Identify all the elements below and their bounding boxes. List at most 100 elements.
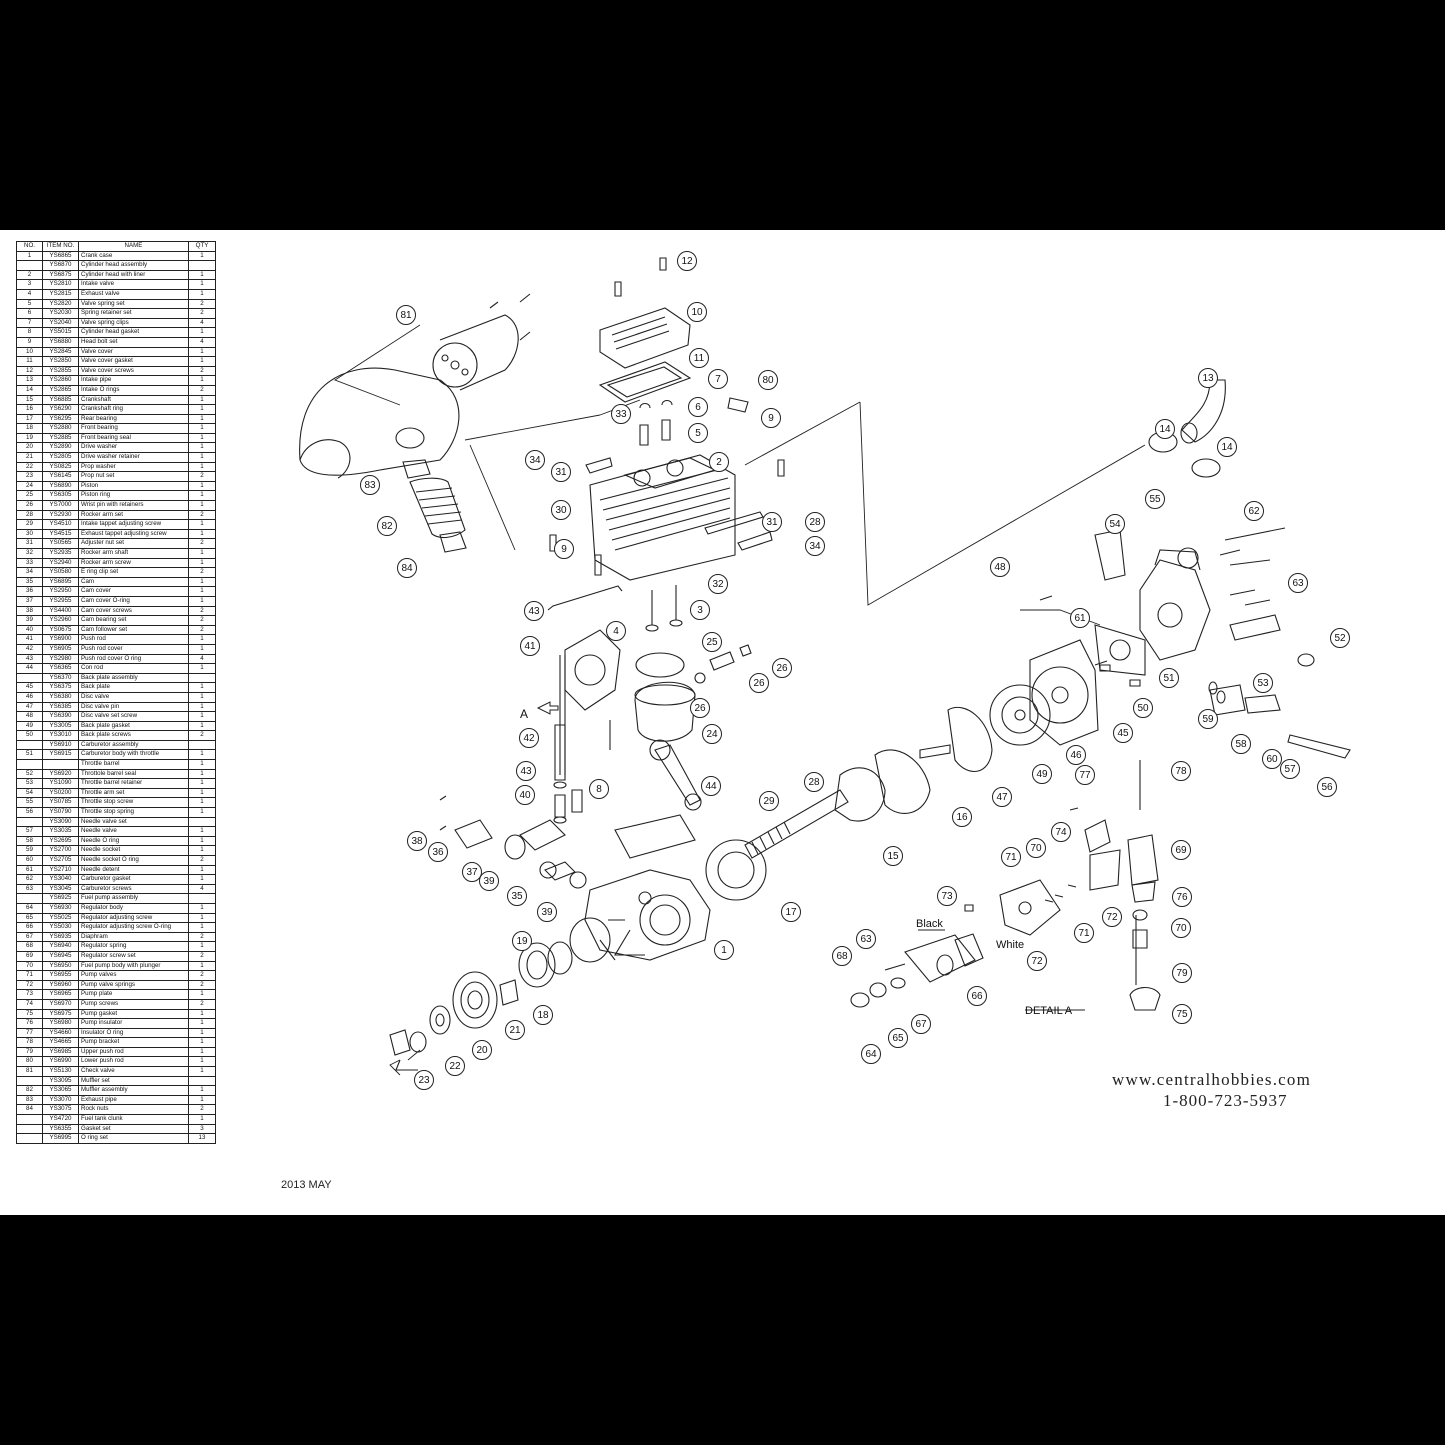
valve-cover-drawing: [598, 257, 692, 403]
callout-78: 78: [1171, 761, 1191, 781]
callout-12: 12: [677, 251, 697, 271]
callout-49: 49: [1032, 764, 1052, 784]
callout-circle: [1074, 923, 1094, 943]
callout-circle: [805, 512, 825, 532]
callout-number: 46: [1070, 750, 1082, 761]
callout-71: 71: [1001, 847, 1021, 867]
callout-number: 78: [1175, 766, 1187, 777]
prop-stack-drawing: [389, 941, 573, 1071]
callout-31: 31: [762, 512, 782, 532]
callout-circle: [1244, 501, 1264, 521]
callout-43: 43: [516, 761, 536, 781]
callout-number: 33: [615, 409, 627, 420]
callout-number: 72: [1031, 956, 1043, 967]
piston-drawing: [634, 644, 752, 811]
website-text: www.centralhobbies.com: [1112, 1070, 1312, 1089]
callout-51: 51: [1159, 668, 1179, 688]
callout-circle: [1113, 723, 1133, 743]
callout-9: 9: [761, 408, 781, 428]
view-a-arrow: [536, 701, 559, 715]
callout-5: 5: [688, 423, 708, 443]
callout-number: 29: [763, 796, 775, 807]
callout-81: 81: [396, 305, 416, 325]
callout-number: 10: [691, 307, 703, 318]
cylinder-head-drawing: [549, 397, 785, 632]
callout-number: 62: [1248, 506, 1260, 517]
callout-circle: [472, 1040, 492, 1060]
callout-63: 63: [1288, 573, 1308, 593]
callout-26: 26: [749, 673, 769, 693]
callout-number: 39: [541, 907, 553, 918]
callout-number: 17: [785, 907, 797, 918]
callout-21: 21: [505, 1020, 525, 1040]
callout-circle: [554, 539, 574, 559]
crankcase-drawing: [439, 795, 767, 963]
callout-circle: [611, 404, 631, 424]
callout-number: 18: [537, 1010, 549, 1021]
callout-32: 32: [708, 574, 728, 594]
detail-a-label: DETAIL A: [1025, 1005, 1073, 1017]
callout-circle: [690, 698, 710, 718]
callout-circle: [1172, 1004, 1192, 1024]
callout-56: 56: [1317, 777, 1337, 797]
callout-circle: [749, 673, 769, 693]
callout-number: 19: [516, 936, 528, 947]
callout-circle: [832, 946, 852, 966]
callout-circle: [551, 462, 571, 482]
callout-circle: [688, 423, 708, 443]
callout-11: 11: [689, 348, 709, 368]
callout-number: 75: [1176, 1009, 1188, 1020]
callout-circle: [758, 370, 778, 390]
callout-number: 41: [524, 641, 536, 652]
callout-82: 82: [377, 516, 397, 536]
callout-number: 79: [1176, 968, 1188, 979]
callout-number: 14: [1221, 442, 1233, 453]
callout-number: 53: [1257, 678, 1269, 689]
leader-lines: [334, 324, 1146, 1076]
callout-number: 13: [1202, 373, 1214, 384]
callout-circle: [883, 846, 903, 866]
callout-number: 71: [1078, 928, 1090, 939]
callout-circle: [1155, 419, 1175, 439]
callout-13: 13: [1198, 368, 1218, 388]
callout-circle: [1253, 673, 1273, 693]
callout-6: 6: [688, 397, 708, 417]
part-drawings: [299, 257, 1351, 1076]
callout-31: 31: [551, 462, 571, 482]
callout-number: 51: [1163, 673, 1175, 684]
callout-3: 3: [690, 600, 710, 620]
callout-circle: [1330, 628, 1350, 648]
callout-45: 45: [1113, 723, 1133, 743]
callout-number: 60: [1266, 754, 1278, 765]
callout-28: 28: [804, 772, 824, 792]
callout-number: 16: [956, 812, 968, 823]
callout-46: 46: [1066, 745, 1086, 765]
callout-number: 56: [1321, 782, 1333, 793]
callout-number: 72: [1106, 912, 1118, 923]
callout-circle: [781, 902, 801, 922]
callout-circle: [761, 408, 781, 428]
callout-number: 43: [520, 766, 532, 777]
callout-22: 22: [445, 1056, 465, 1076]
callout-number: 24: [706, 729, 718, 740]
callout-circle: [377, 516, 397, 536]
callout-34: 34: [805, 536, 825, 556]
callout-circle: [445, 1056, 465, 1076]
callout-number: 11: [694, 353, 705, 364]
callout-circle: [1172, 963, 1192, 983]
callout-circle: [992, 787, 1012, 807]
callout-circle: [1172, 887, 1192, 907]
callout-4: 4: [606, 621, 626, 641]
callout-number: 70: [1175, 923, 1187, 934]
callout-83: 83: [360, 475, 380, 495]
callout-number: 67: [915, 1019, 927, 1030]
